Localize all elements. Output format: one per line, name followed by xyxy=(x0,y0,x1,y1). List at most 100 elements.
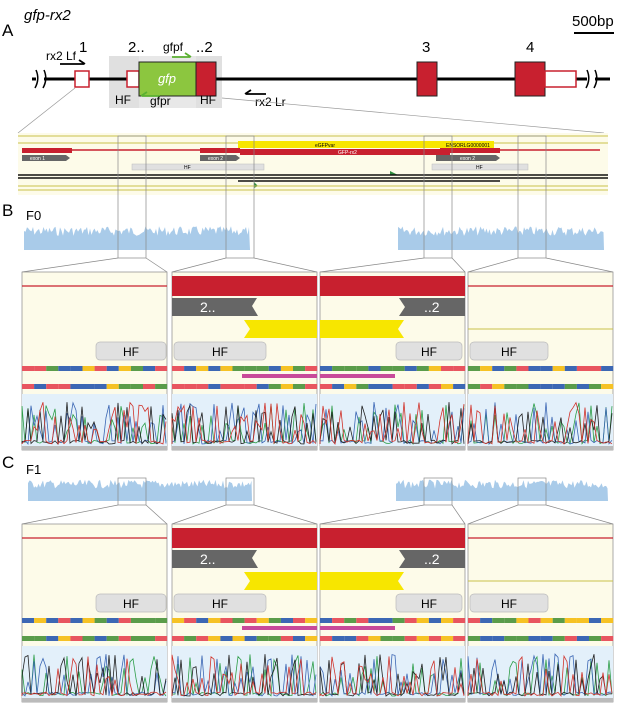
selection-box xyxy=(517,135,547,259)
zoom-line xyxy=(171,257,227,273)
base-cell xyxy=(293,618,306,623)
base-cell xyxy=(540,366,553,371)
base-cell xyxy=(220,366,233,371)
chromatogram-trace xyxy=(21,402,167,445)
hf-box-label: HF xyxy=(212,345,228,359)
track-egfp-label: eGFPvar xyxy=(315,143,335,149)
base-cell xyxy=(528,636,541,641)
exon-bar xyxy=(172,528,317,548)
zoom-line xyxy=(319,257,425,273)
base-cell xyxy=(208,384,221,389)
track-ensembl-label: ENSORLG0000001 xyxy=(446,143,490,149)
base-cell xyxy=(441,618,454,623)
base-cell xyxy=(320,384,333,389)
egfp-bar xyxy=(244,320,317,338)
hf-track-left xyxy=(131,163,265,171)
chromatogram-trace xyxy=(171,402,317,445)
base-cell xyxy=(332,636,345,641)
base-cell xyxy=(601,384,614,389)
base-cell xyxy=(516,618,529,623)
base-cell xyxy=(220,384,233,389)
base-cell xyxy=(256,636,269,641)
selection-box xyxy=(517,477,547,506)
exon-split-tag-left xyxy=(172,298,258,316)
base-cell xyxy=(46,366,59,371)
base-cell xyxy=(344,384,357,389)
base-cell xyxy=(404,366,417,371)
zoom-panel: HF xyxy=(467,271,614,451)
hf-box xyxy=(95,341,167,361)
base-cell xyxy=(268,636,281,641)
break-mark-left xyxy=(34,69,47,89)
base-cell xyxy=(428,618,441,623)
base-cell xyxy=(143,618,156,623)
base-cell xyxy=(244,384,257,389)
hf-track-right-label: HF xyxy=(476,165,483,171)
base-cell xyxy=(82,618,95,623)
exon-split-label-left: 2.. xyxy=(200,299,216,315)
mismatch-bar xyxy=(320,374,395,378)
chromatogram-trace xyxy=(171,654,317,697)
hf-box-label: HF xyxy=(123,597,139,611)
zoom-panel-footer xyxy=(22,698,167,702)
base-cell xyxy=(404,636,417,641)
construct-title: gfp-rx2 xyxy=(24,7,71,24)
coverage-track-f1 xyxy=(28,479,608,501)
base-cell xyxy=(416,636,429,641)
base-cell xyxy=(380,366,393,371)
base-cell xyxy=(232,636,245,641)
base-cell xyxy=(468,384,481,389)
chromatogram-bg xyxy=(22,394,167,446)
selection-box xyxy=(423,135,453,259)
base-cell xyxy=(468,366,481,371)
base-cell xyxy=(332,384,345,389)
base-cell xyxy=(589,366,602,371)
base-cell xyxy=(305,384,318,389)
base-cell xyxy=(320,366,333,371)
base-cell xyxy=(552,384,565,389)
primer-rx2-lr-label: rx2 Lr xyxy=(255,95,286,109)
base-cell xyxy=(564,366,577,371)
exon-3 xyxy=(416,61,438,97)
chromatogram-trace xyxy=(467,653,613,696)
base-cell xyxy=(280,366,293,371)
base-cell xyxy=(280,384,293,389)
zoom-panel: ..2HF xyxy=(319,271,466,451)
base-cell xyxy=(564,618,577,623)
break-mark-right xyxy=(585,69,598,89)
base-cell xyxy=(155,384,168,389)
base-cell xyxy=(601,636,614,641)
base-cell xyxy=(492,636,505,641)
base-cell xyxy=(552,366,565,371)
hf-track-left-label: HF xyxy=(184,165,191,171)
base-cell xyxy=(46,384,59,389)
scale-label: 500bp xyxy=(572,13,614,30)
base-cell xyxy=(589,618,602,623)
base-cell xyxy=(130,366,143,371)
base-cell xyxy=(293,384,306,389)
base-cell xyxy=(380,636,393,641)
chromatogram-trace xyxy=(21,401,167,445)
panel-a-letter: A xyxy=(2,21,14,40)
panel-b-letter: B xyxy=(2,201,13,220)
primer-rx2-lr-arrow xyxy=(244,89,266,95)
base-cell xyxy=(441,384,454,389)
chromatogram-trace xyxy=(467,654,613,697)
selection-box xyxy=(225,477,255,506)
zoom-line xyxy=(145,257,168,273)
zoom-line xyxy=(21,504,119,525)
coverage-area xyxy=(28,479,252,501)
base-cell xyxy=(256,366,269,371)
base-cell xyxy=(196,384,209,389)
exon-split-label-left: 2.. xyxy=(200,551,216,567)
zoom-panel-footer xyxy=(320,698,465,702)
base-cell xyxy=(404,384,417,389)
primer-gfpr-label: gfpr xyxy=(150,94,171,108)
base-cell xyxy=(196,636,209,641)
zoom-panel-footer xyxy=(468,698,613,702)
base-cell xyxy=(58,384,71,389)
base-cell xyxy=(58,366,71,371)
base-cell xyxy=(468,618,481,623)
